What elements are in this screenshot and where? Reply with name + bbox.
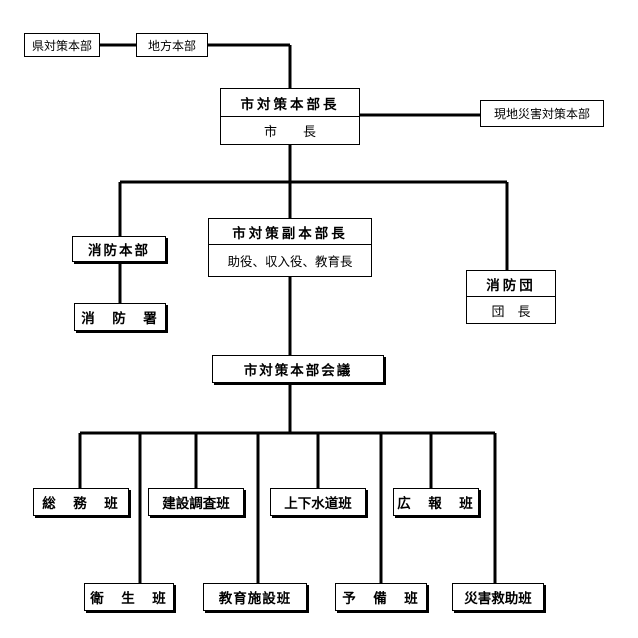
- pref-hq-box: 県対策本部: [24, 33, 100, 57]
- fire-brigade-box: 消防団 団 長: [466, 270, 556, 324]
- vice-chief-box: 市対策副本部長 助役、収入役、教育長: [208, 218, 372, 277]
- local-hq-box: 地方本部: [136, 33, 208, 57]
- fire-brigade-holder: 団 長: [491, 304, 531, 320]
- fire-hq-box: 消防本部: [72, 236, 166, 262]
- team-disaster-rescue: 災害救助班: [452, 583, 544, 611]
- team-education-facilities: 教育施設班: [203, 583, 307, 611]
- fire-brigade-title: 消防団: [467, 271, 555, 297]
- fire-station-box: 消 防 署: [74, 303, 166, 331]
- team-general-affairs: 総 務 班: [33, 488, 129, 516]
- team-construction-survey: 建設調査班: [148, 488, 244, 516]
- vice-chief-title: 市対策副本部長: [209, 219, 371, 245]
- team-sanitation: 衛 生 班: [84, 583, 174, 611]
- city-hq-chief-title: 市対策本部長: [221, 89, 359, 117]
- team-public-relations: 広 報 班: [393, 488, 479, 516]
- vice-chief-holders: 助役、収入役、教育長: [227, 254, 353, 269]
- team-reserve: 予 備 班: [335, 583, 427, 611]
- onsite-hq-box: 現地災害対策本部: [480, 100, 604, 127]
- city-hq-chief-holder: 市 長: [263, 125, 316, 140]
- council-box: 市対策本部会議: [212, 355, 384, 383]
- team-water-sewer: 上下水道班: [270, 488, 366, 516]
- city-hq-chief-box: 市対策本部長 市 長: [220, 88, 360, 145]
